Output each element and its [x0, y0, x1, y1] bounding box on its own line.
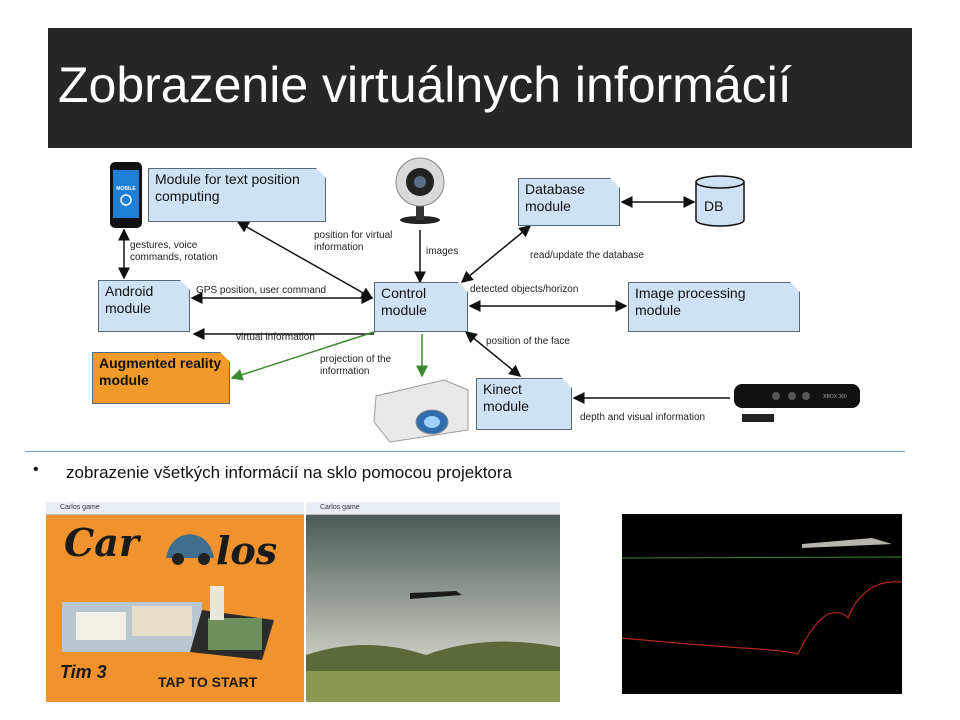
label-images: images: [426, 246, 459, 257]
bullet-icon: •: [33, 461, 39, 478]
label-depth: depth and visual information: [580, 412, 706, 423]
title-bar: Zobrazenie virtuálnych informácií: [48, 28, 912, 148]
landscape-scene: [306, 515, 560, 702]
castle-photo-collage: [62, 586, 274, 660]
label-read-update: read/update the database: [530, 250, 644, 261]
game-view-screenshot: Carlos game: [306, 502, 560, 702]
module-control: Control module: [374, 282, 468, 332]
horizon-lines: [622, 538, 902, 655]
label-virtual-information: virtual information: [236, 332, 315, 343]
module-kinect: Kinect module: [476, 378, 572, 430]
diagram-connectors: MOBILE XBOX 360: [110, 157, 860, 443]
kinect-device-label: XBOX 360: [823, 394, 847, 400]
phone-screen-label: MOBILE: [116, 186, 136, 192]
window-title-2: Carlos game: [306, 502, 560, 515]
module-image-processing: Image processing module: [628, 282, 800, 332]
logo-car: Car: [64, 520, 139, 565]
label-position-face: position of the face: [486, 336, 570, 347]
stealth-plane-icon: [410, 591, 462, 599]
module-database: Database module: [518, 178, 620, 226]
projector-icon: [373, 379, 469, 443]
label-detected: detected objects/horizon: [470, 284, 579, 295]
smartphone-icon: MOBILE: [110, 162, 142, 228]
architecture-diagram: MOBILE XBOX 360: [90, 150, 870, 445]
game-start-screenshot: Carlos game Car los Tim 3 TAP TO START: [46, 502, 304, 702]
team-label: Tim 3: [60, 662, 107, 682]
db-label: DB: [704, 198, 724, 214]
edge-text-control: [236, 221, 374, 299]
bullet-text: zobrazenie všetkých informácií na sklo p…: [66, 463, 512, 482]
module-android: Android module: [98, 280, 190, 332]
label-position-virtual: position for virtual information: [314, 230, 393, 253]
logo-los: los: [216, 528, 278, 573]
divider-line: [25, 451, 905, 452]
tap-to-start-button[interactable]: TAP TO START: [158, 674, 258, 690]
kinect-sensor-icon: XBOX 360: [734, 384, 860, 422]
edge-control-augmented: [230, 329, 381, 381]
label-gestures: gestures, voice commands, rotation: [130, 240, 218, 263]
edge-control-kinect: [464, 331, 522, 377]
window-title: Carlos game: [46, 502, 304, 515]
label-projection: projection of the information: [320, 354, 392, 377]
horizon-detection-screenshot: [622, 514, 902, 694]
module-text-position: Module for text position computing: [148, 168, 326, 222]
webcam-icon: [395, 157, 445, 224]
beetle-car-icon: [166, 534, 214, 565]
edge-database-control: [460, 225, 532, 283]
database-cylinder-icon: [695, 175, 745, 227]
module-augmented-reality: Augmented reality module: [92, 352, 230, 404]
label-gps: GPS position, user command: [196, 285, 327, 296]
jet-plane-icon: [802, 538, 892, 548]
slide-title: Zobrazenie virtuálnych informácií: [58, 57, 792, 113]
